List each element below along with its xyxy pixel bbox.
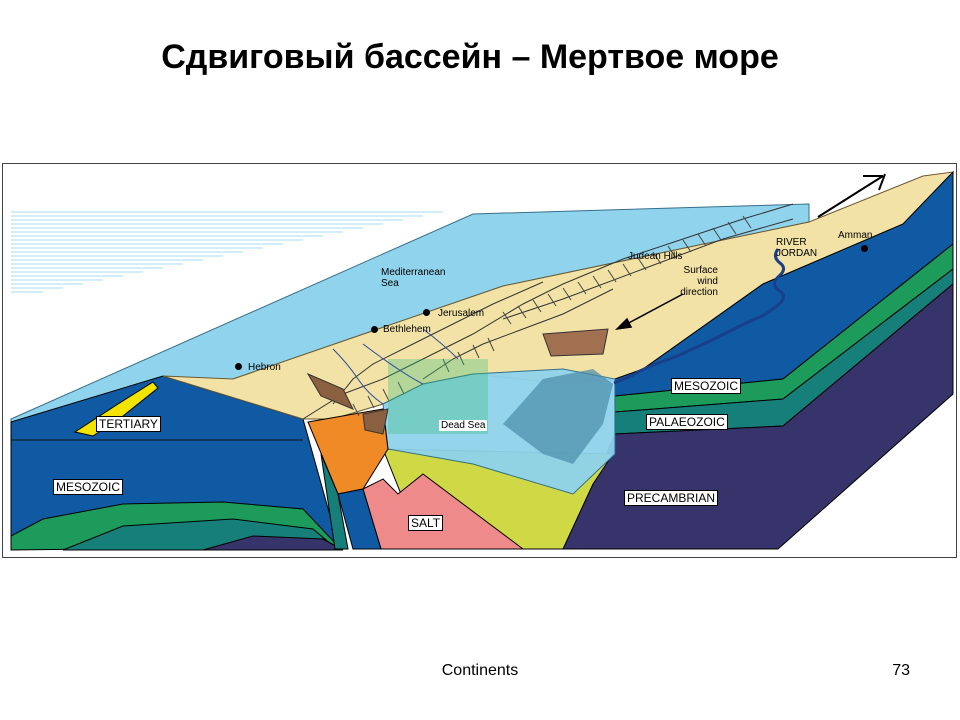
dead-sea-shadow [503, 369, 613, 464]
mediterranean-sea-label: Mediterranean Sea [381, 267, 446, 289]
jerusalem-dot [423, 309, 430, 316]
mesozoic-right-label: MESOZOIC [671, 378, 742, 394]
page-number: 73 [892, 662, 910, 679]
bethlehem-dot [371, 326, 378, 333]
left-precambrian [202, 535, 344, 551]
surface-wind-direction-label: Surface wind direction [680, 265, 718, 298]
wadis [332, 328, 459, 405]
sea-hatching [11, 211, 443, 293]
hebron-dot [235, 363, 242, 370]
fault-sliver-2 [337, 488, 382, 550]
dead-sea-label: Dead Sea [439, 420, 488, 431]
wind-arrow [614, 293, 684, 331]
slide-title: Сдвиговый бассейн – Мертвое море [161, 38, 779, 76]
fault-sliver-1 [320, 453, 349, 550]
bethlehem-label: Bethlehem [383, 324, 431, 335]
jerusalem-label: Jerusalem [438, 308, 485, 319]
amman-dot [861, 245, 868, 252]
hebron-label: Hebron [248, 362, 281, 373]
river-jordan-label: RIVER JORDAN [776, 237, 818, 259]
tertiary-label: TERTIARY [96, 416, 161, 432]
tertiary-lens [73, 381, 159, 437]
palaeozoic-label: PALAEOZOIC [646, 414, 728, 430]
ridge-lines [302, 203, 794, 420]
salt-label: SALT [408, 515, 444, 531]
river-jordan [613, 248, 785, 385]
north-arrow [817, 173, 886, 218]
dead-sea-basin-diagram: Mediterranean Sea Jerusalem Bethlehem He… [2, 163, 957, 558]
mesozoic-left-label: MESOZOIC [53, 479, 124, 495]
footer-text: Continents [441, 662, 519, 679]
amman-label: Amman [838, 230, 873, 241]
cliff-2 [306, 372, 355, 410]
ridge-hatches [352, 215, 752, 417]
block-diagram [10, 170, 955, 551]
cliff-1 [542, 328, 609, 357]
precambrian-label: PRECAMBRIAN [624, 490, 719, 506]
judean-hills-label: Judean Hills [628, 251, 683, 262]
cliff-3 [362, 408, 389, 435]
